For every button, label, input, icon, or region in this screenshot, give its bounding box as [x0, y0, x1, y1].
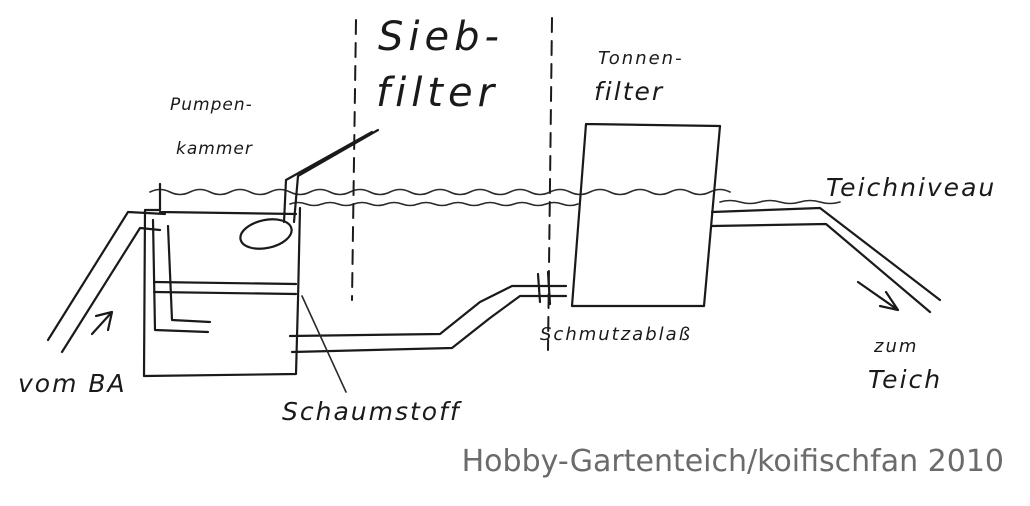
- label-schmutzablass: Schmutzablaß: [540, 324, 692, 345]
- pump-riser: [282, 128, 380, 224]
- label-schaumstoff: Schaumstoff: [282, 397, 462, 426]
- label-tonnen-line1: Tonnen-: [598, 48, 684, 69]
- outlet-pipe: [710, 206, 942, 314]
- inlet-arrow: [90, 310, 114, 336]
- drain-valve: [536, 270, 552, 306]
- pump: [239, 218, 293, 250]
- inlet-pipe: [46, 210, 167, 354]
- label-sieb-line2: filter: [376, 70, 499, 116]
- barrel-filter: [570, 122, 722, 308]
- label-teichniveau: Teichniveau: [826, 173, 996, 202]
- label-zum: zum: [873, 336, 918, 357]
- label-tonnen-line2: filter: [594, 77, 664, 106]
- label-sieb-line1: Sieb-: [378, 14, 504, 60]
- outlet-arrow: [856, 280, 900, 312]
- inlet-pipe-inner: [151, 218, 212, 334]
- water-level-line-2: [289, 199, 841, 207]
- schaumstoff-pointer: [301, 295, 347, 393]
- label-vom-ba: vom BA: [18, 369, 127, 398]
- connector-pipe: [152, 280, 298, 296]
- sieve-filter-boundary-left: [351, 19, 357, 301]
- label-pumpen-line2: kammer: [176, 139, 253, 159]
- label-pumpen-line1: Pumpen-: [170, 95, 253, 115]
- label-teich: Teich: [868, 365, 942, 394]
- water-level-line: [149, 188, 731, 196]
- credit-watermark: Hobby-Gartenteich/koifischfan 2010: [461, 444, 1004, 479]
- sieve-channel: [288, 284, 568, 354]
- pump-chamber: [142, 182, 302, 378]
